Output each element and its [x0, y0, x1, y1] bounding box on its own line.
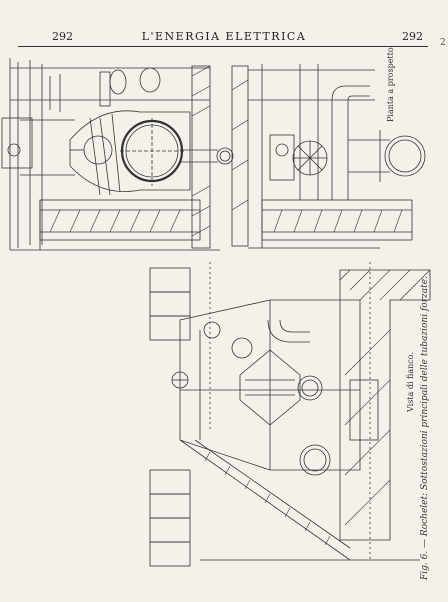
running-title: L'ENERGIA ELETTRICA — [141, 30, 307, 43]
page-header: 292 L'ENERGIA ELETTRICA 292 2 — [0, 0, 448, 48]
page-number-left: 292 — [52, 30, 73, 43]
label-pianta: Pianta a prospetto. — [386, 44, 395, 122]
top-right-view — [231, 64, 426, 249]
top-left-view — [1, 58, 234, 251]
bottom-view — [149, 262, 431, 567]
header-rule — [18, 46, 428, 47]
edge-mark: 2 — [440, 38, 446, 48]
figure-caption: Fig. 6. — Rochelet: Sottostazioni princi… — [420, 276, 430, 580]
label-vista: Vista di fianco. — [406, 351, 415, 412]
page-number-right: 292 — [402, 30, 423, 43]
